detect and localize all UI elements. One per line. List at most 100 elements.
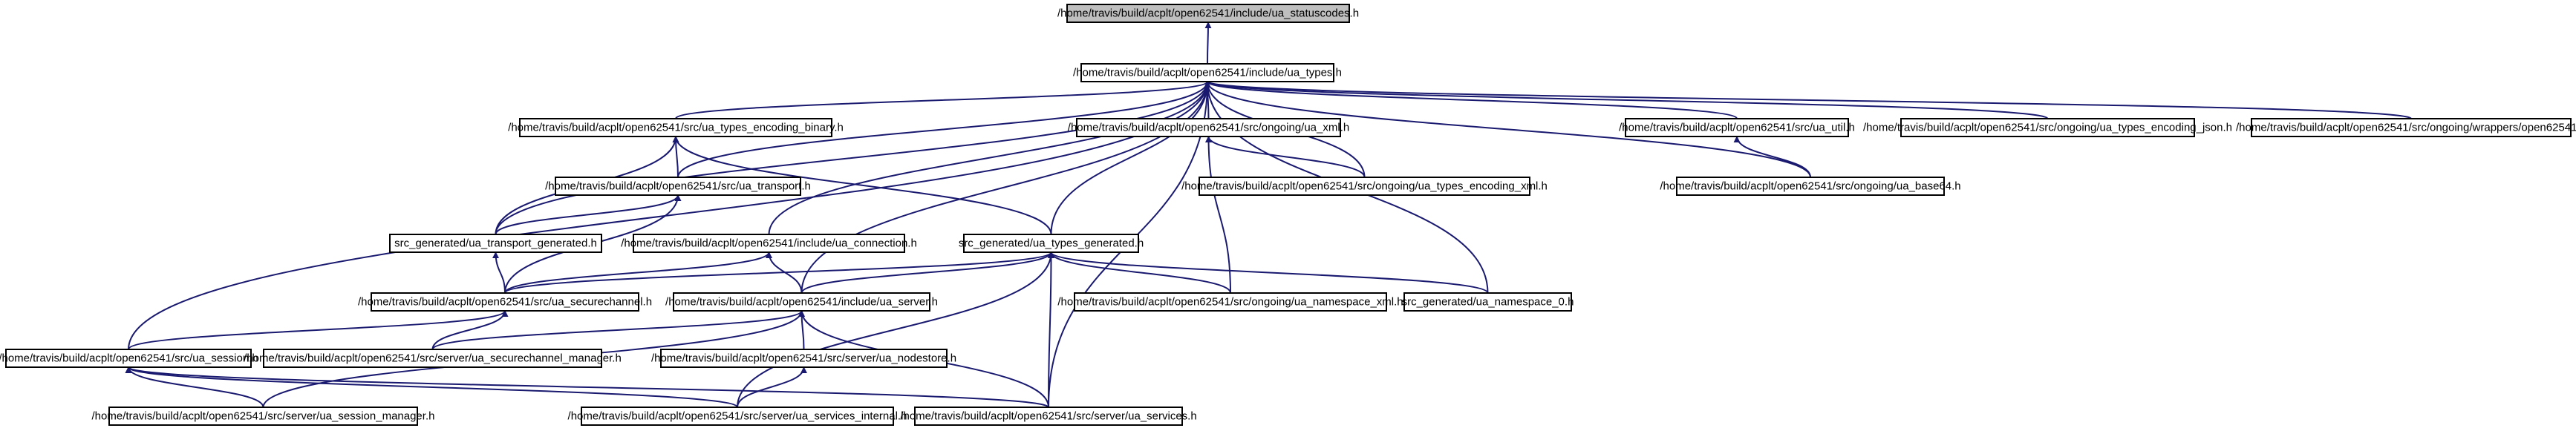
node-box [1625,118,1849,137]
node-label: /home/travis/build/acplt/open62541/src/s… [651,352,956,365]
edge-ua_types_encoding_xml-to-ua_xml [1205,136,1366,178]
node-ua_namespace_0[interactable]: src_generated/ua_namespace_0.h [1402,292,1574,312]
node-ua_transport[interactable]: /home/travis/build/acplt/open62541/src/u… [545,177,811,196]
edge-ua_base64-to-ua_types [1204,81,1811,178]
edge-ua_services_internal-to-ua_session [125,366,738,408]
edge-ua_namespace_xml-to-ua_types_generated [1048,251,1231,294]
edge-ua_securechannel-to-ua_types_generated [504,251,1054,294]
node-box [2251,118,2572,137]
edge-ua_services_internal-to-ua_nodestore [737,366,807,408]
edge-ua_transport_generated-to-ua_types [495,81,1211,235]
node-ua_statuscodes[interactable]: /home/travis/build/acplt/open62541/inclu… [1057,4,1359,23]
node-ua_base64[interactable]: /home/travis/build/acplt/open62541/src/o… [1660,177,1961,196]
edge-ua_types_encoding_binary-to-ua_types [675,81,1211,119]
node-ua_securechannel_manager[interactable]: /home/travis/build/acplt/open62541/src/s… [244,349,622,368]
node-box [963,234,1139,253]
node-ua_xml[interactable]: /home/travis/build/acplt/open62541/src/o… [1068,118,1349,137]
edge-ua_securechannel_manager-to-ua_securechannel [431,310,509,350]
node-label: /home/travis/build/acplt/open62541/inclu… [1073,67,1342,79]
node-label: /home/travis/build/acplt/open62541/inclu… [621,237,917,250]
node-label: /home/travis/build/acplt/open62541/src/s… [244,352,622,365]
node-label: /home/travis/build/acplt/open62541/src/u… [0,352,258,365]
edge-ua_session_manager-to-ua_session [125,366,264,408]
node-ua_services[interactable]: /home/travis/build/acplt/open62541/src/s… [900,407,1197,426]
node-box [1080,63,1334,82]
node-label: /home/travis/build/acplt/open62541/src/u… [545,180,811,193]
node-box [389,234,602,253]
node-label: /home/travis/build/acplt/open62541/src/s… [900,410,1196,423]
node-box [581,407,894,426]
node-ua_server[interactable]: /home/travis/build/acplt/open62541/inclu… [665,292,938,312]
edge-ua_session-to-ua_securechannel [128,310,509,350]
node-label: src_generated/ua_transport_generated.h [394,237,597,250]
edge-ua_types_encoding_json-to-ua_types [1204,81,2049,119]
node-label: /home/travis/build/acplt/open62541/src/o… [1068,122,1349,134]
nodes-layer: /home/travis/build/acplt/open62541/inclu… [0,4,2576,426]
edge-wrappers_open62541-to-ua_types [1204,81,2412,119]
node-box [914,407,1183,426]
node-ua_util[interactable]: /home/travis/build/acplt/open62541/src/u… [1619,118,1855,137]
node-box [1676,177,1945,196]
edge-ua_securechannel-to-ua_transport_generated [492,251,506,294]
node-ua_securechannel[interactable]: /home/travis/build/acplt/open62541/src/u… [358,292,652,312]
node-label: /home/travis/build/acplt/open62541/src/s… [92,410,435,423]
node-ua_nodestore[interactable]: /home/travis/build/acplt/open62541/src/s… [651,349,956,368]
node-ua_session_manager[interactable]: /home/travis/build/acplt/open62541/src/s… [92,407,435,426]
node-label: /home/travis/build/acplt/open62541/inclu… [1057,7,1359,20]
node-ua_namespace_xml[interactable]: /home/travis/build/acplt/open62541/src/o… [1057,292,1403,312]
node-label: src_generated/ua_namespace_0.h [1402,296,1574,309]
edge-ua_base64-to-ua_util [1733,136,1811,178]
node-box [519,118,832,137]
node-ua_types_encoding_json[interactable]: /home/travis/build/acplt/open62541/src/o… [1863,118,2232,137]
node-box [108,407,418,426]
node-label: /home/travis/build/acplt/open62541/src/u… [358,296,652,309]
node-box [660,349,948,368]
node-ua_types[interactable]: /home/travis/build/acplt/open62541/inclu… [1073,63,1342,82]
edge-ua_transport_generated-to-ua_transport [495,194,682,235]
node-label: /home/travis/build/acplt/open62541/src/o… [1863,122,2232,134]
edge-ua_server-to-ua_types_generated [800,251,1054,294]
node-box [673,292,930,312]
node-ua_types_encoding_binary[interactable]: /home/travis/build/acplt/open62541/src/u… [508,118,844,137]
node-box [371,292,639,312]
node-label: /home/travis/build/acplt/open62541/inclu… [665,296,938,309]
node-label: /home/travis/build/acplt/open62541/src/o… [1660,180,1960,193]
node-ua_types_generated[interactable]: src_generated/ua_types_generated.h [959,234,1144,253]
edge-ua_connection-to-ua_types [768,81,1211,235]
node-box [1074,292,1387,312]
edge-ua_types_generated-to-ua_types_encoding_binary [672,136,1052,235]
edge-ua_util-to-ua_types [1204,81,1738,119]
node-ua_types_encoding_xml[interactable]: /home/travis/build/acplt/open62541/src/o… [1181,177,1548,196]
node-ua_session[interactable]: /home/travis/build/acplt/open62541/src/u… [0,349,258,368]
node-label: /home/travis/build/acplt/open62541/src/o… [2236,122,2576,134]
node-box [633,234,905,253]
edge-ua_services-to-ua_session [125,366,1049,408]
node-box [1900,118,2195,137]
node-wrappers_open62541[interactable]: /home/travis/build/acplt/open62541/src/o… [2236,118,2576,137]
node-ua_services_internal[interactable]: /home/travis/build/acplt/open62541/src/s… [568,407,907,426]
edge-ua_types-to-ua_statuscodes [1204,22,1212,65]
node-box [1076,118,1341,137]
node-label: /home/travis/build/acplt/open62541/src/u… [1619,122,1855,134]
edge-ua_securechannel_manager-to-ua_server [431,310,805,350]
node-label: /home/travis/build/acplt/open62541/src/o… [1181,180,1548,193]
edge-ua_securechannel-to-ua_connection [504,251,772,294]
edge-ua_services-to-ua_types_generated [1047,251,1054,408]
edge-ua_types_generated-to-ua_types [1050,81,1211,235]
edge-ua_services_internal-to-ua_types_generated [737,251,1054,408]
node-ua_transport_generated[interactable]: src_generated/ua_transport_generated.h [389,234,602,253]
edge-ua_namespace_xml-to-ua_xml [1205,136,1231,294]
node-box [1066,4,1350,23]
node-label: /home/travis/build/acplt/open62541/src/o… [1057,296,1403,309]
node-label: /home/travis/build/acplt/open62541/src/u… [508,122,844,134]
node-label: src_generated/ua_types_generated.h [959,237,1144,250]
node-ua_connection[interactable]: /home/travis/build/acplt/open62541/inclu… [621,234,917,253]
node-box [1199,177,1530,196]
node-box [1403,292,1572,312]
node-box [263,349,602,368]
node-label: /home/travis/build/acplt/open62541/src/s… [568,410,907,423]
node-box [5,349,252,368]
edge-ua_namespace_0-to-ua_types_generated [1048,251,1489,294]
node-box [555,177,801,196]
